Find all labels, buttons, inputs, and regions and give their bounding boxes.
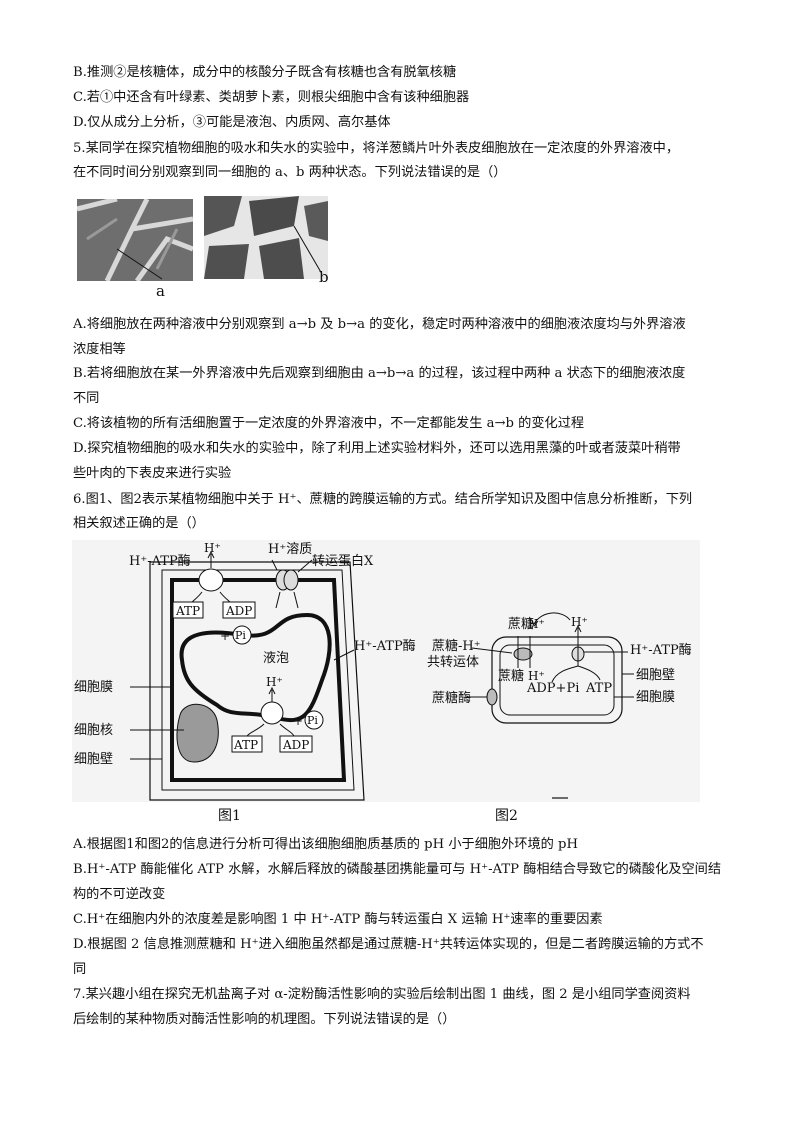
fig1-h-atpase-top — [198, 568, 224, 592]
option-b-q6-1: B.H⁺-ATP 酶能催化 ATP 水解，水解后释放的磷酸基团携能量可与 H⁺-… — [73, 862, 722, 877]
fig1-label-h-atpase-right: H⁺-ATP酶 — [354, 638, 416, 654]
fig2-h-cycle-arrow — [533, 612, 571, 625]
question-6-stem-1: 6.图1、图2表示某植物细胞中关于 H⁺、蔗糖的跨膜运输的方式。结合所学知识及图… — [73, 492, 693, 507]
fig1-label-plus-bottom: + — [293, 714, 303, 728]
fig2-label-cotransporter-2: 共转运体 — [427, 655, 479, 670]
fig1-label-vacuole: 液泡 — [263, 651, 289, 666]
option-a-q6: A.根据图1和图2的信息进行分析可得出该细胞细胞质基质的 pH 小于细胞外环境的… — [73, 837, 578, 852]
fig2-h-up-arrowhead — [574, 624, 582, 633]
fig1-cell-wall-outer — [149, 561, 365, 801]
option-a-q5-2: 浓度相等 — [73, 342, 126, 357]
fig2-label-atp: ATP — [585, 681, 612, 696]
fig1-transporter-arrows — [275, 591, 299, 609]
fig2-label-sucrose-in: 蔗糖 — [498, 668, 524, 684]
cell-photo-b — [204, 196, 328, 279]
fig1-label-atp-bottom: ATP — [233, 738, 258, 752]
fig1-adp-box-top — [222, 601, 256, 619]
fig1-label-wall: 细胞壁 — [74, 752, 113, 767]
fig2-label-wall: 细胞壁 — [636, 668, 675, 683]
fig1-adp-box-bottom — [279, 735, 313, 753]
fig1-pi-circle-top — [232, 625, 252, 645]
fig1-pi-circle-bottom — [304, 710, 324, 730]
option-d-q5-1: D.探究植物细胞的吸水和失水的实验中，除了利用上述实验材料外，还可以选用黑藻的叶… — [73, 441, 681, 456]
option-b-q6-2: 构的不可逆改变 — [73, 887, 166, 902]
photo-label-a: a — [156, 282, 165, 300]
fig2-cotransporter — [513, 647, 533, 661]
option-d-q6-2: 同 — [73, 962, 87, 977]
fig1-arrowhead-h-vacuole — [268, 686, 276, 695]
fig2-label-h-a: H⁺ — [528, 617, 545, 631]
fig1-label-adp-bottom: ADP — [282, 738, 309, 752]
fig2-leader-cotransporter — [471, 647, 513, 654]
option-d-q6-1: D.根据图 2 信息推测蔗糖和 H⁺进入细胞虽然都是通过蔗糖-H⁺共转运体实现的… — [73, 937, 704, 952]
figure-block: H⁺-ATP酶 H⁺ H⁺溶质 转运蛋白X ATP ADP + Pi 液泡 H⁺… — [72, 540, 700, 824]
fig1-nucleus — [176, 703, 219, 763]
fig2-label-adp-pi: ADP+Pi — [526, 681, 579, 696]
fig1-atp-arrows-bottom — [246, 723, 295, 737]
option-c-q6: C.H⁺在细胞内外的浓度差是影响图 1 中 H⁺-ATP 酶与转运蛋白 X 运输… — [73, 912, 603, 927]
fig1-atp-box-bottom — [231, 735, 263, 753]
fig1-arrowhead-h-out — [207, 550, 215, 559]
fig1-label-h-atpase-top: H⁺-ATP酶 — [129, 553, 191, 569]
fig2-label-membrane: 细胞膜 — [636, 690, 675, 705]
question-5-stem-1: 5.某同学在探究植物细胞的吸水和失水的实验中，将洋葱鳞片叶外表皮细胞放在一定浓度… — [73, 141, 680, 156]
fig1-label-h-mid: H⁺ — [266, 675, 283, 689]
fig2-label-h-in: H⁺ — [528, 669, 545, 683]
question-5-stem-2: 在不同时间分别观察到同一细胞的 a、b 两种状态。下列说法错误的是（） — [73, 165, 507, 180]
fig1-label-h-top: H⁺ — [204, 541, 221, 555]
fig1-caption: 图1 — [218, 808, 241, 824]
fig1-label-membrane: 细胞膜 — [74, 680, 113, 695]
option-d-q4: D.仅从成分上分析，③可能是液泡、内质网、高尔基体 — [73, 115, 391, 130]
fig2-atp-arc — [551, 665, 601, 683]
fig1-leader-transporter — [297, 559, 313, 573]
cell-photo-b-drawing — [204, 196, 328, 279]
fig1-solute-arrow — [271, 559, 278, 571]
fig2-caption: 图2 — [495, 808, 518, 824]
fig2-cell-wall — [491, 636, 623, 724]
fig1-label-h-solute: H⁺溶质 — [268, 542, 312, 557]
option-a-q5-1: A.将细胞放在两种溶液中分别观察到 a→b 及 b→a 的变化，稳定时两种溶液中… — [73, 317, 686, 332]
fig1-h-atpase-vacuole — [260, 701, 284, 725]
option-b-q5-2: 不同 — [73, 391, 100, 406]
option-c-q5: C.将该植物的所有活细胞置于一定浓度的外界溶液中，不一定都能发生 a→b 的变化… — [73, 416, 585, 431]
fig2-label-h-atpase: H⁺-ATP酶 — [630, 642, 692, 658]
question-6-stem-2: 相关叙述正确的是（） — [73, 516, 205, 531]
cell-photo-a — [77, 199, 193, 281]
fig1-label-nucleus: 细胞核 — [74, 723, 113, 738]
fig2-label-cotransporter-1: 蔗糖-H⁺ — [432, 638, 481, 654]
fig2-cell-membrane — [499, 644, 615, 716]
fig1-transporter-x-right — [283, 569, 299, 591]
fig1-leader-h-atpase-right — [333, 649, 355, 661]
fig1-label-plus-top: + — [220, 629, 230, 643]
fig1-label-atp-top: ATP — [175, 604, 200, 618]
fig2-label-h-b: H⁺ — [571, 615, 588, 629]
fig1-label-pi-top: Pi — [235, 629, 246, 642]
fig2-h-cycle-arrowhead — [531, 619, 539, 628]
option-c-q4: C.若①中还含有叶绿素、类胡萝卜素，则根尖细胞中含有该种细胞器 — [73, 90, 470, 105]
option-d-q5-2: 些叶肉的下表皮来进行实验 — [73, 466, 232, 481]
fig2-label-sucrase: 蔗糖酶 — [432, 690, 471, 706]
cell-photo-a-drawing — [77, 199, 193, 281]
fig1-atp-box-top — [172, 601, 204, 619]
fig1-label-adp-top: ADP — [225, 604, 252, 618]
option-b-q4: B.推测②是核糖体，成分中的核酸分子既含有核糖也含有脱氧核糖 — [73, 65, 457, 80]
question-7-stem-2: 后绘制的某种物质对酶活性影响的机理图。下列说法错误的是（） — [73, 1012, 456, 1027]
option-b-q5-1: B.若将细胞放在某一外界溶液中先后观察到细胞由 a→b→a 的过程，该过程中两种… — [73, 366, 686, 381]
question-7-stem-1: 7.某兴趣小组在探究无机盐离子对 α-淀粉酶活性影响的实验后绘制出图 1 曲线，… — [73, 987, 691, 1002]
photo-label-b: b — [319, 268, 329, 286]
fig1-label-pi-bottom: Pi — [307, 714, 318, 727]
fig2-label-sucrose-top: 蔗糖 — [508, 616, 534, 632]
fig2-sucrase — [486, 688, 498, 706]
fig1-label-transporter-x: 转运蛋白X — [312, 553, 374, 569]
